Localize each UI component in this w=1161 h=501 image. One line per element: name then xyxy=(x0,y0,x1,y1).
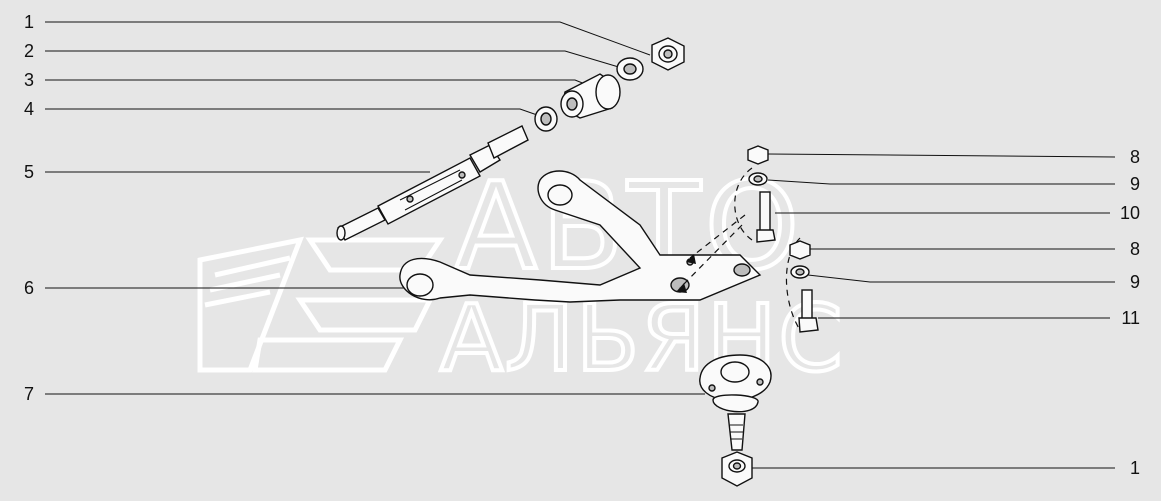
callout-1-top: 1 xyxy=(24,12,35,32)
callout-1-bottom: 1 xyxy=(1129,458,1140,478)
callout-2: 2 xyxy=(24,41,35,61)
bracket-lower xyxy=(785,237,801,331)
adjuster-bar-part-5 xyxy=(336,125,529,241)
nut-part-8-upper xyxy=(747,145,769,165)
callout-10: 10 xyxy=(1119,203,1140,223)
callout-11: 11 xyxy=(1121,308,1140,328)
callout-7: 7 xyxy=(24,384,35,404)
callout-8-lower: 8 xyxy=(1129,239,1140,259)
nut-part-8-lower xyxy=(789,240,811,260)
washer-part-9-lower xyxy=(790,265,810,279)
watermark-logo xyxy=(197,236,445,373)
ball-joint-part-7 xyxy=(699,354,772,451)
leader-lines-left xyxy=(45,21,705,395)
callout-6: 6 xyxy=(24,278,35,298)
assembly-arrows xyxy=(676,214,746,293)
bolt-part-11 xyxy=(798,289,819,333)
callout-9-upper: 9 xyxy=(1129,174,1140,194)
callout-5: 5 xyxy=(24,162,35,182)
control-arm-part-6 xyxy=(399,170,762,303)
bushing-part-3 xyxy=(560,73,621,119)
leader-lines-right xyxy=(752,153,1116,469)
callout-8-upper: 8 xyxy=(1129,147,1140,167)
washer-part-2 xyxy=(616,57,644,81)
bolt-part-10 xyxy=(756,191,776,243)
watermark-line2: АЛЬЯНС xyxy=(440,285,845,392)
callout-9-lower: 9 xyxy=(1129,272,1140,292)
nut-part-1-top xyxy=(651,37,685,71)
nut-part-1-bottom xyxy=(721,451,753,487)
washer-part-9-upper xyxy=(748,172,768,186)
callout-4: 4 xyxy=(24,99,35,119)
callout-3: 3 xyxy=(24,70,35,90)
washer-part-4 xyxy=(534,106,558,132)
